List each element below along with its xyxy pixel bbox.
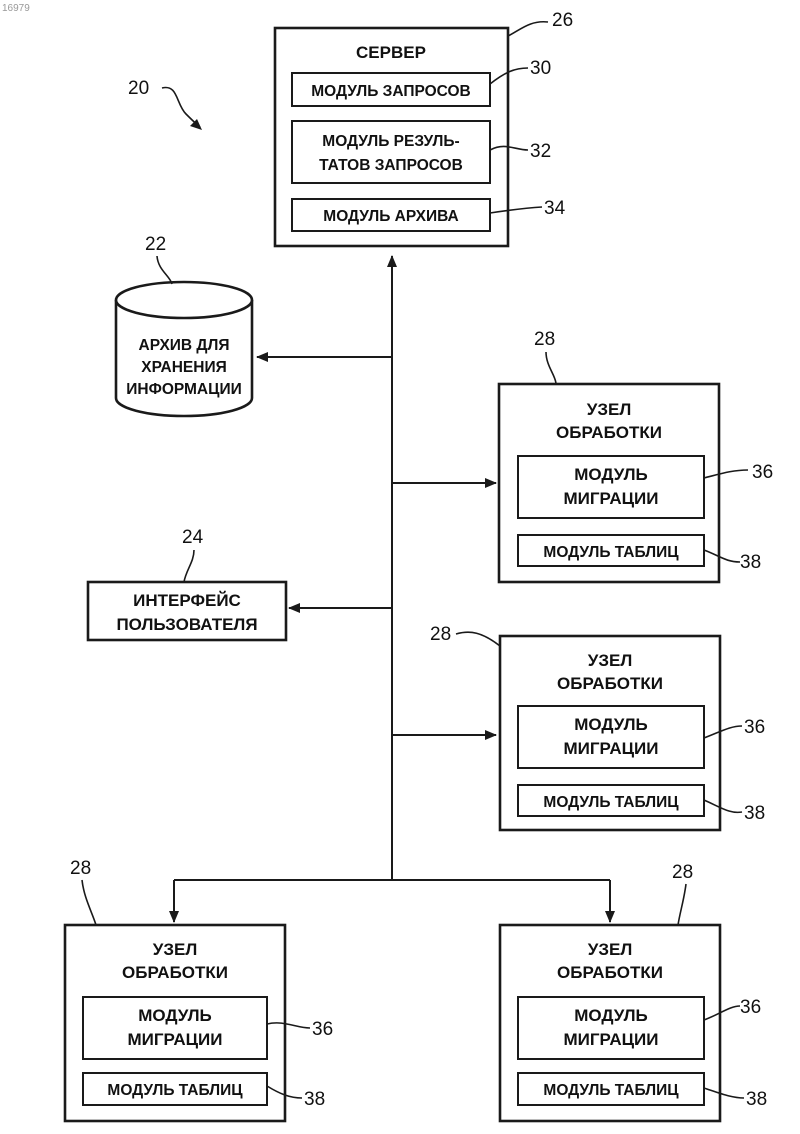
node-3-title-1: УЗЕЛ bbox=[153, 940, 198, 959]
ref-migration-2: 36 bbox=[744, 717, 765, 738]
node-1-table-label: МОДУЛЬ ТАБЛИЦ bbox=[543, 544, 679, 561]
results-module-label-1: МОДУЛЬ РЕЗУЛЬ- bbox=[322, 133, 459, 150]
storage-cylinder: АРХИВ ДЛЯ ХРАНЕНИЯ ИНФОРМАЦИИ bbox=[116, 282, 252, 416]
ref-results-module: 32 bbox=[530, 141, 551, 162]
storage-top bbox=[116, 282, 252, 318]
node-2-migration-label-1: МОДУЛЬ bbox=[574, 715, 648, 734]
ref-migration-1: 36 bbox=[752, 462, 773, 483]
processing-node-1: УЗЕЛ ОБРАБОТКИ МОДУЛЬ МИГРАЦИИ МОДУЛЬ ТА… bbox=[499, 384, 719, 582]
ref-node-1: 28 bbox=[534, 329, 555, 350]
ref-node-1-leader bbox=[546, 352, 556, 384]
ref-migration-3: 36 bbox=[312, 1019, 333, 1040]
node-2-table-label: МОДУЛЬ ТАБЛИЦ bbox=[543, 794, 679, 811]
node-2-title-1: УЗЕЛ bbox=[588, 651, 633, 670]
storage-label-2: ХРАНЕНИЯ bbox=[141, 359, 227, 376]
ref-archive-module: 34 bbox=[544, 198, 566, 219]
node-4-migration-label-1: МОДУЛЬ bbox=[574, 1006, 648, 1025]
node-1-migration-label-2: МИГРАЦИИ bbox=[564, 489, 659, 508]
node-1-title-2: ОБРАБОТКИ bbox=[556, 423, 662, 442]
user-interface-block: ИНТЕРФЕЙС ПОЛЬЗОВАТЕЛЯ bbox=[88, 582, 286, 640]
node-3-migration-label-1: МОДУЛЬ bbox=[138, 1006, 212, 1025]
ref-ui-leader bbox=[184, 550, 194, 582]
node-1-migration-label-1: МОДУЛЬ bbox=[574, 465, 648, 484]
ref-node-3-leader bbox=[82, 880, 96, 925]
processing-node-4: УЗЕЛ ОБРАБОТКИ МОДУЛЬ МИГРАЦИИ МОДУЛЬ ТА… bbox=[500, 925, 720, 1121]
node-1-title-1: УЗЕЛ bbox=[587, 400, 632, 419]
ref-node-3: 28 bbox=[70, 858, 91, 879]
storage-label-1: АРХИВ ДЛЯ bbox=[139, 337, 230, 354]
query-module-label: МОДУЛЬ ЗАПРОСОВ bbox=[311, 83, 470, 100]
results-module-label-2: ТАТОВ ЗАПРОСОВ bbox=[319, 157, 463, 174]
node-4-title-1: УЗЕЛ bbox=[588, 940, 633, 959]
node-4-table-label: МОДУЛЬ ТАБЛИЦ bbox=[543, 1082, 679, 1099]
ref-node-2: 28 bbox=[430, 624, 451, 645]
ref-server-leader bbox=[508, 22, 548, 36]
server-title: СЕРВЕР bbox=[356, 43, 426, 62]
ref-table-1: 38 bbox=[740, 552, 761, 573]
ref-table-3: 38 bbox=[304, 1089, 325, 1110]
node-2-title-2: ОБРАБОТКИ bbox=[557, 674, 663, 693]
archive-module-label: МОДУЛЬ АРХИВА bbox=[323, 208, 458, 225]
ref-node-4-leader bbox=[678, 884, 686, 925]
node-4-title-2: ОБРАБОТКИ bbox=[557, 963, 663, 982]
node-3-table-label: МОДУЛЬ ТАБЛИЦ bbox=[107, 1082, 243, 1099]
ref-ui: 24 bbox=[182, 527, 204, 548]
figure-id: 16979 bbox=[2, 3, 30, 14]
ref-node-4: 28 bbox=[672, 862, 693, 883]
node-3-title-2: ОБРАБОТКИ bbox=[122, 963, 228, 982]
node-3-migration-label-2: МИГРАЦИИ bbox=[128, 1030, 223, 1049]
ui-label-2: ПОЛЬЗОВАТЕЛЯ bbox=[116, 615, 257, 634]
ref-system-leader bbox=[162, 87, 200, 127]
ref-server: 26 bbox=[552, 10, 573, 31]
ref-table-4: 38 bbox=[746, 1089, 767, 1110]
server-block: СЕРВЕР МОДУЛЬ ЗАПРОСОВ МОДУЛЬ РЕЗУЛЬ- ТА… bbox=[275, 28, 508, 246]
storage-label-3: ИНФОРМАЦИИ bbox=[126, 381, 241, 398]
processing-node-2: УЗЕЛ ОБРАБОТКИ МОДУЛЬ МИГРАЦИИ МОДУЛЬ ТА… bbox=[500, 636, 720, 830]
ref-query-module: 30 bbox=[530, 58, 551, 79]
ref-table-2: 38 bbox=[744, 803, 765, 824]
ref-migration-4: 36 bbox=[740, 997, 761, 1018]
ref-storage-leader bbox=[157, 256, 172, 284]
ref-system: 20 bbox=[128, 78, 149, 99]
processing-node-3: УЗЕЛ ОБРАБОТКИ МОДУЛЬ МИГРАЦИИ МОДУЛЬ ТА… bbox=[65, 925, 285, 1121]
ref-node-2-leader bbox=[456, 632, 500, 646]
node-4-migration-label-2: МИГРАЦИИ bbox=[564, 1030, 659, 1049]
ref-storage: 22 bbox=[145, 234, 166, 255]
ui-label-1: ИНТЕРФЕЙС bbox=[133, 591, 241, 610]
node-2-migration-label-2: МИГРАЦИИ bbox=[564, 739, 659, 758]
